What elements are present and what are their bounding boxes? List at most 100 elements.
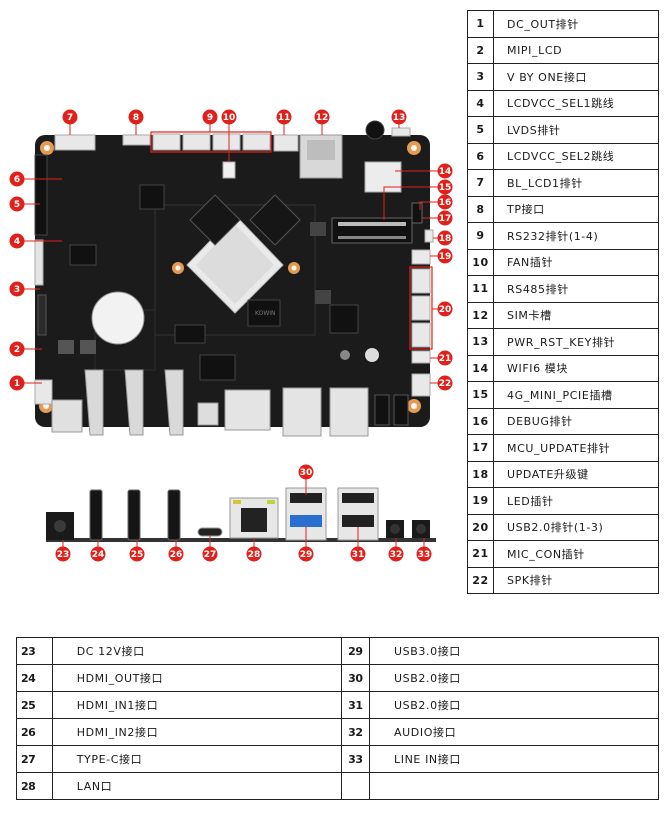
- callout-marker-32: 32: [388, 538, 404, 562]
- legend-number: 1: [467, 10, 494, 38]
- legend-number: 3: [467, 63, 494, 91]
- callout-number: 31: [352, 550, 365, 560]
- callout-number: 23: [57, 550, 70, 560]
- legend-label: DC 12V接口: [51, 637, 342, 665]
- connector-usb20-header-1: [411, 268, 431, 294]
- callout-number: 33: [418, 550, 431, 560]
- callout-number: 26: [170, 550, 183, 560]
- io-usb3-port: [290, 515, 322, 527]
- legend-label: DEBUG排针: [493, 407, 659, 435]
- legend-label: MCU_UPDATE排针: [493, 434, 659, 462]
- callout-marker-31: 31: [350, 527, 366, 562]
- callout-badge: [437, 248, 453, 264]
- dc-jack-top: [51, 399, 83, 433]
- hdmi-out-top: [84, 369, 104, 436]
- callout-marker-16: 16: [419, 194, 453, 210]
- callout-badge: [437, 210, 453, 226]
- legend-label: V BY ONE接口: [493, 63, 659, 91]
- callout-number: 9: [207, 113, 213, 123]
- callout-marker-8: 8: [128, 109, 144, 135]
- legend-label: USB2.0排针(1-3): [493, 513, 659, 541]
- legend-number: 14: [467, 354, 494, 382]
- legend-number: 20: [467, 513, 494, 541]
- legend-number: 9: [467, 222, 494, 250]
- callout-number: 10: [223, 113, 236, 123]
- callout-number: 8: [133, 113, 139, 123]
- callout-number: 18: [439, 234, 452, 244]
- callout-badge: [55, 546, 71, 562]
- callout-marker-29: 29: [298, 527, 314, 562]
- legend-label: BL_LCD1排针: [493, 169, 659, 197]
- connector-spk: [411, 373, 431, 397]
- callout-number: 28: [248, 550, 261, 560]
- callout-marker-11: 11: [276, 109, 292, 135]
- memory-chip-left: [189, 194, 241, 246]
- callout-marker-17: 17: [422, 210, 453, 226]
- callout-number: 24: [92, 550, 105, 560]
- connector-pwr-rst-key: [391, 127, 411, 137]
- callout-number: 16: [439, 198, 452, 208]
- connector-rs232-2: [182, 133, 211, 151]
- callout-number: 19: [439, 252, 452, 262]
- legend-number: 24: [16, 664, 53, 692]
- callout-number: 6: [14, 175, 20, 185]
- callout-number: 2: [14, 345, 20, 355]
- callout-marker-13: 13: [391, 109, 407, 128]
- legend-number: 29: [340, 637, 371, 665]
- legend-label: DC_OUT排针: [493, 10, 659, 38]
- callout-marker-9: 9: [202, 109, 218, 132]
- lan-top: [224, 389, 271, 431]
- callout-badge: [437, 163, 453, 179]
- callout-marker-15: 15: [383, 179, 453, 220]
- callout-marker-2: 2: [9, 341, 42, 357]
- legend-number: 19: [467, 487, 494, 515]
- connector-bl-lcd1: [54, 134, 96, 151]
- legend-number: [340, 772, 371, 800]
- callout-number: 29: [300, 550, 313, 560]
- callout-marker-6: 6: [9, 171, 62, 187]
- legend-label: SIM卡槽: [493, 301, 659, 329]
- legend-label: LCDVCC_SEL1跳线: [493, 89, 659, 117]
- legend-label: MIC_CON插针: [493, 540, 659, 568]
- callout-number: 22: [439, 379, 452, 389]
- linein-jack-top: [393, 394, 409, 426]
- legend-number: 8: [467, 195, 494, 223]
- connector-led: [411, 249, 431, 265]
- legend-number: 21: [467, 540, 494, 568]
- callout-badge: [202, 109, 218, 125]
- callout-marker-25: 25: [129, 540, 145, 562]
- soc-chip: [186, 214, 284, 314]
- hdmi-in1-top: [124, 369, 144, 436]
- callout-badge: [388, 546, 404, 562]
- callout-badge: [437, 179, 453, 195]
- update-button: [424, 229, 434, 243]
- callout-badge: [437, 375, 453, 391]
- connector-vbyone: [34, 239, 44, 286]
- legend-number: 26: [16, 718, 53, 746]
- legend-number: 17: [467, 434, 494, 462]
- callout-number: 12: [316, 113, 329, 123]
- legend-number: 33: [340, 745, 371, 773]
- legend-label: RS232排针(1-4): [493, 222, 659, 250]
- legend-label: TYPE-C接口: [51, 745, 342, 773]
